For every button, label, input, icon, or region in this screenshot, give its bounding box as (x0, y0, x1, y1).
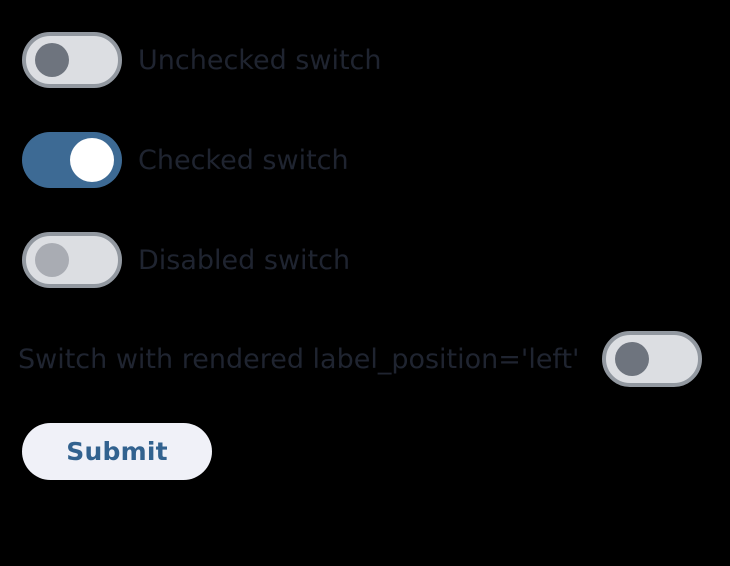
unchecked-switch-label: Unchecked switch (138, 44, 382, 76)
checked-switch-label: Checked switch (138, 144, 349, 176)
switch-row-checked: Checked switch (22, 132, 349, 188)
switch-row-label-left: Switch with rendered label_position='lef… (18, 330, 702, 388)
submit-button[interactable]: Submit (22, 423, 212, 480)
checked-switch-toggle[interactable] (22, 132, 122, 188)
label-left-switch-label: Switch with rendered label_position='lef… (18, 343, 580, 375)
switch-knob (615, 342, 649, 376)
label-left-switch-toggle[interactable] (602, 331, 702, 387)
disabled-switch-toggle (22, 232, 122, 288)
unchecked-switch-toggle[interactable] (22, 32, 122, 88)
switch-row-disabled: Disabled switch (22, 232, 350, 288)
switch-knob (35, 43, 69, 77)
switch-knob (70, 138, 114, 182)
disabled-switch-label: Disabled switch (138, 244, 351, 276)
switch-row-unchecked: Unchecked switch (22, 32, 382, 88)
switch-knob (35, 243, 69, 277)
